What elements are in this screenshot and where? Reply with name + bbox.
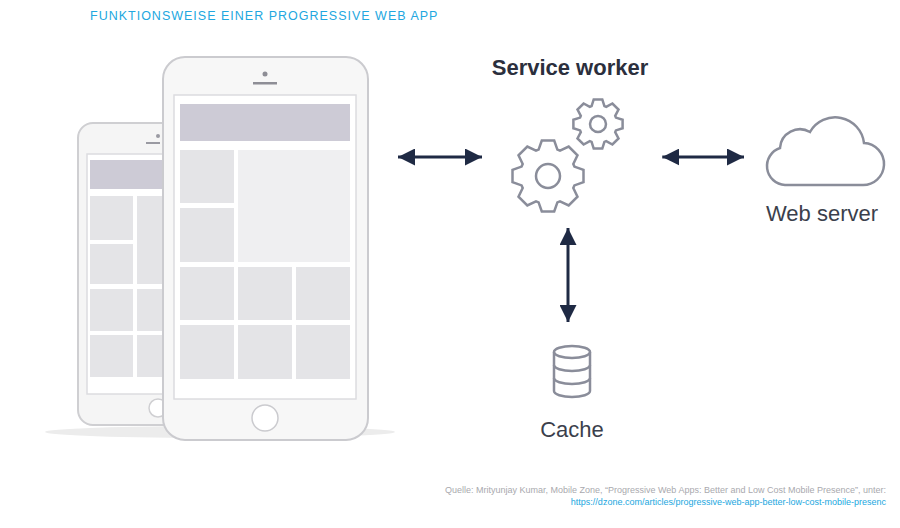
- front-phone: [163, 57, 368, 440]
- source-caption: Quelle: Mrityunjay Kumar, Mobile Zone, “…: [445, 485, 886, 508]
- gears-icon: [513, 99, 623, 211]
- diagram-title: FUNKTIONSWEISE EINER PROGRESSIVE WEB APP: [90, 9, 438, 23]
- node-label: Web server: [766, 201, 878, 226]
- cloud-icon: [767, 117, 884, 185]
- client-arrow: [398, 156, 482, 159]
- node-heading: Service worker: [492, 55, 649, 80]
- flow-arrow: [662, 156, 744, 159]
- source-text: Quelle: Mrityunjay Kumar, Mobile Zone, “…: [445, 485, 886, 497]
- source-url: https://dzone.com/articles/progressive-w…: [445, 497, 886, 509]
- node-label: Cache: [540, 417, 604, 442]
- cache-store: Cache: [527, 330, 617, 442]
- flow-arrow: [567, 228, 570, 322]
- service-worker: Service worker: [486, 55, 655, 220]
- web-server: Web server: [752, 108, 892, 226]
- database-icon: [554, 346, 590, 397]
